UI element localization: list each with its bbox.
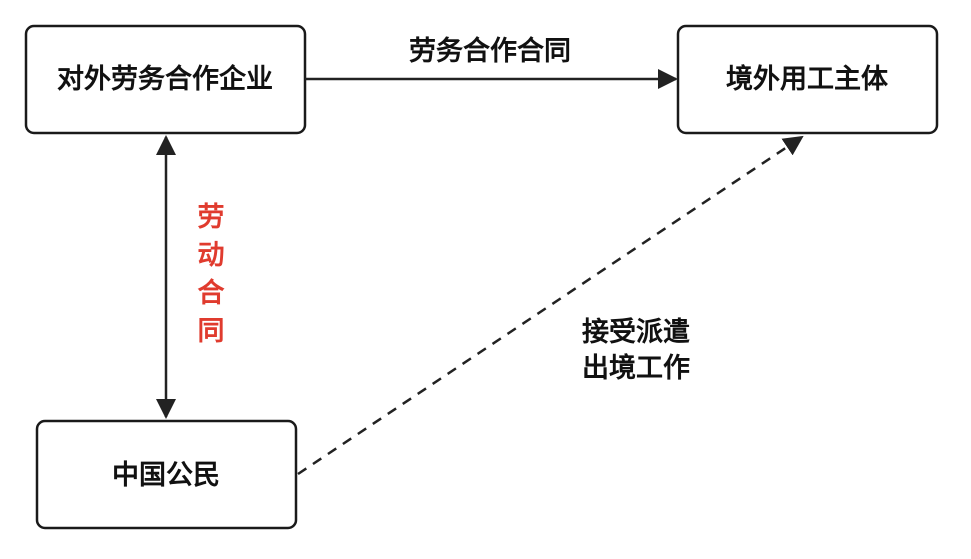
node-overseas-employer-label: 境外用工主体 [726,64,889,95]
edge-dispatch-label: 接受派遣 出境工作 [582,316,690,384]
node-chinese-citizen-label: 中国公民 [112,460,220,491]
node-enterprise-label: 对外劳务合作企业 [57,63,273,95]
edge-service-contract-label: 劳务合作合同 [409,35,571,67]
labor-contract-char: 合 [198,277,225,309]
node-chinese-citizen: 中国公民 [35,419,298,530]
edge-dispatch-arrow [297,135,804,476]
labor-contract-char: 同 [198,316,225,347]
dispatch-label-line: 出境工作 [582,353,690,384]
edge-labor-contract-label: 劳 动 合 同 [198,202,225,347]
node-enterprise: 对外劳务合作企业 [24,24,307,135]
dispatch-label-line: 接受派遣 [582,316,690,348]
labor-contract-char: 劳 [198,202,225,233]
node-overseas-employer: 境外用工主体 [676,24,939,135]
labor-contract-char: 动 [198,240,225,271]
